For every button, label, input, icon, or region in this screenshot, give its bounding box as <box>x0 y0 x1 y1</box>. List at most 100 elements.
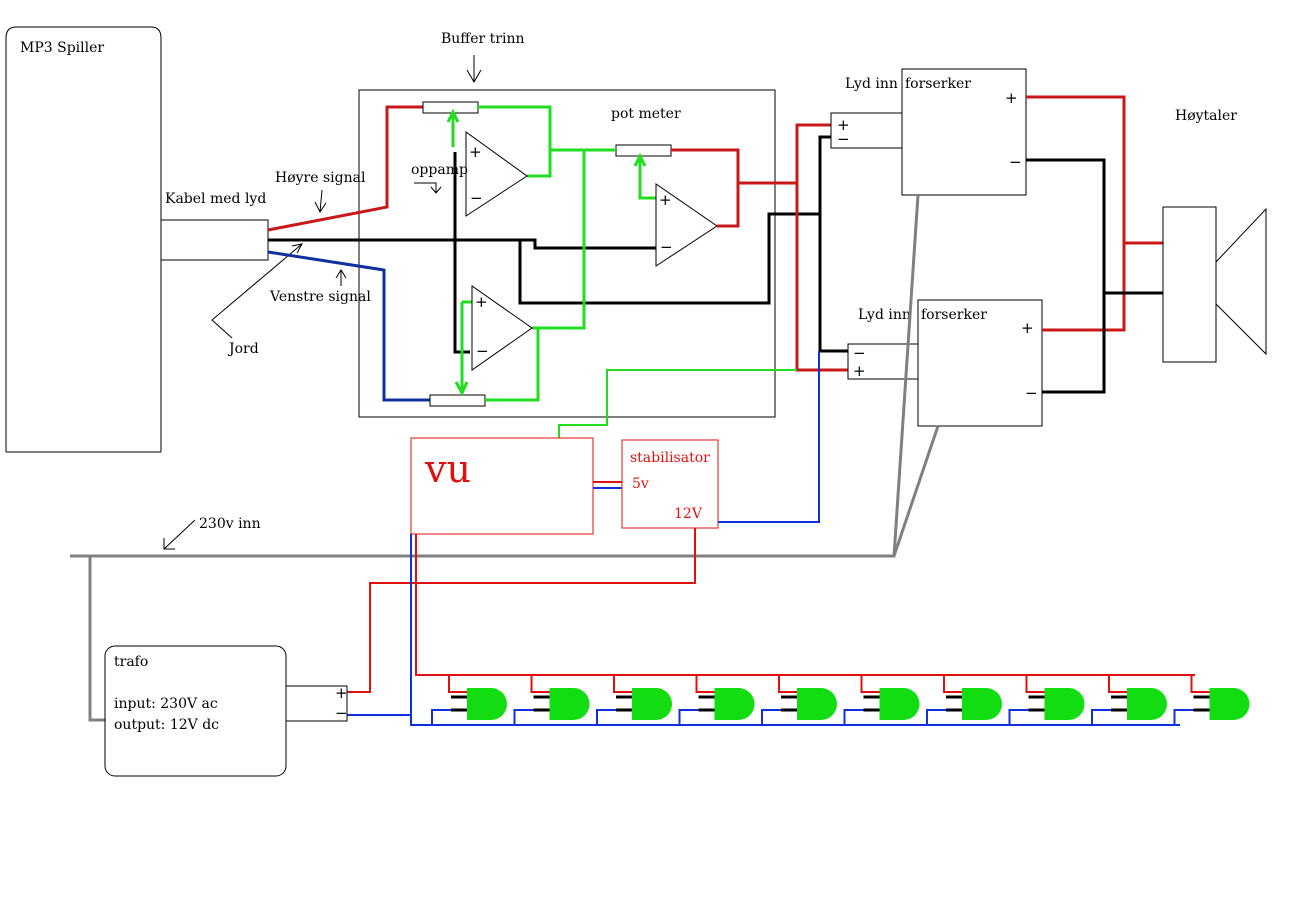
mp3-player-box <box>5 26 162 452</box>
led-pos-lead <box>1108 675 1127 693</box>
led-input-lead <box>1193 695 1210 712</box>
led-indicator <box>962 688 1002 720</box>
stabilizer-12v-out-wire <box>718 351 820 523</box>
led-input-lead <box>451 695 467 712</box>
led-neg-lead <box>513 709 550 725</box>
amp-input-wire <box>738 123 848 372</box>
audio-cable-plug <box>160 219 269 261</box>
speaker-label: Høytaler <box>1175 108 1237 124</box>
svg-text:+: + <box>1005 89 1018 107</box>
led-input-lead <box>616 695 632 712</box>
transformer-output-label: output: 12V dc <box>114 717 219 733</box>
svg-text:+: + <box>659 191 672 209</box>
led-pos-lead <box>695 675 715 693</box>
led-indicator <box>467 688 507 720</box>
led-pos-lead <box>1190 675 1210 693</box>
svg-text:+: + <box>837 116 850 134</box>
led-neg-lead <box>843 709 880 725</box>
led-neg-lead <box>678 709 715 725</box>
svg-text:−: − <box>837 130 850 148</box>
amp-top-input-box <box>830 112 904 149</box>
buffer-output-wire <box>671 148 740 228</box>
stabilizer-label: stabilisator <box>630 450 710 466</box>
mains-line <box>70 194 940 722</box>
svg-text:+: + <box>475 293 488 311</box>
svg-text:−: − <box>335 704 348 722</box>
buffer-arrow <box>466 55 482 83</box>
led-indicator <box>1044 688 1085 720</box>
amp-top-sound-in-label: Lyd inn <box>845 76 898 92</box>
mains-label: 230v inn <box>199 516 261 532</box>
transformer-input-label: input: 230V ac <box>114 696 218 712</box>
potentiometer-top <box>422 101 479 114</box>
led-pos-lead <box>1025 675 1045 693</box>
left-signal-label: Venstre signal <box>269 289 371 305</box>
ground-wire <box>268 238 656 250</box>
transformer-output-plug <box>285 685 348 722</box>
transformer-label: trafo <box>114 654 148 670</box>
led-input-lead <box>533 695 550 712</box>
opamp-3: + − <box>655 183 718 267</box>
led-neg-lead <box>1008 709 1045 725</box>
led-pos-lead <box>860 675 880 693</box>
svg-text:−: − <box>853 344 866 362</box>
led-neg-lead <box>596 709 632 725</box>
vu-meter-label: vu <box>424 447 471 491</box>
left-signal-wire <box>267 250 430 402</box>
amp-bottom-sound-in-label: Lyd inn <box>858 307 911 323</box>
ground-label: Jord <box>227 341 259 357</box>
led-indicator <box>797 688 837 720</box>
led-input-lead <box>863 695 880 712</box>
led-pos-lead <box>448 675 467 693</box>
stabilizer-box <box>621 439 719 529</box>
speaker-body <box>1162 206 1217 363</box>
right-signal-arrow <box>314 189 327 213</box>
opamp-2: + − <box>471 285 533 371</box>
led-neg-lead <box>1173 709 1210 725</box>
power-pos-wire <box>347 528 696 693</box>
pot-meter-label: pot meter <box>611 106 681 122</box>
power-neg-wire <box>347 534 412 716</box>
led-input-lead <box>946 695 962 712</box>
led-indicator <box>632 688 672 720</box>
svg-text:−: − <box>660 238 673 256</box>
svg-text:−: − <box>1025 384 1038 402</box>
potentiometer-bottom <box>429 394 486 407</box>
led-indicator <box>1127 688 1167 720</box>
right-signal-wire <box>267 105 423 232</box>
svg-text:+: + <box>469 143 482 161</box>
led-pos-lead <box>778 675 797 693</box>
led-pos-lead <box>530 675 550 693</box>
mains-arrow <box>163 519 196 550</box>
led-indicator <box>1209 688 1250 720</box>
potentiometer-volume <box>615 144 672 157</box>
amp-top-label: forserker <box>905 76 971 92</box>
speaker-cone <box>1215 207 1267 356</box>
amplifier-bottom <box>917 299 1043 427</box>
speaker-pos-wire <box>1026 95 1163 332</box>
right-signal-label: Høyre signal <box>275 170 366 186</box>
oppamp-arrow <box>414 182 442 194</box>
svg-text:+: + <box>853 362 866 380</box>
led-indicator <box>879 688 920 720</box>
led-bar <box>410 534 1250 726</box>
vu-signal-wire <box>558 369 797 438</box>
opamp-ground-wire <box>453 152 470 354</box>
buffer-stage-box <box>358 89 776 418</box>
led-input-lead <box>698 695 715 712</box>
buffer-wiring <box>446 105 656 402</box>
buffer-stage-label: Buffer trinn <box>441 31 525 47</box>
audio-cable-label: Kabel med lyd <box>165 191 266 207</box>
ground-pointer <box>211 243 303 339</box>
led-neg-lead <box>926 709 962 725</box>
led-input-lead <box>1111 695 1127 712</box>
amp-ground-wire <box>818 135 831 214</box>
led-neg-rail <box>410 715 1180 726</box>
led-pos-lead <box>613 675 632 693</box>
stabilizer-12v-label: 12V <box>674 506 703 522</box>
led-neg-lead <box>1091 709 1127 725</box>
led-pos-lead <box>943 675 962 693</box>
svg-text:−: − <box>470 189 483 207</box>
svg-text:+: + <box>1021 319 1034 337</box>
